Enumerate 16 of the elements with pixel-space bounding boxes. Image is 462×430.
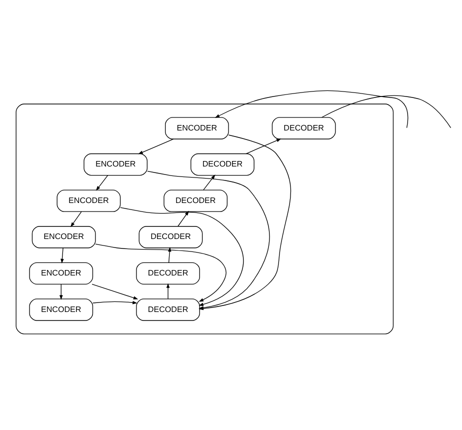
arrow — [60, 248, 64, 264]
arrow — [92, 284, 138, 300]
arrow — [138, 138, 174, 154]
arrow — [168, 246, 172, 263]
arrow — [246, 138, 282, 154]
arrow — [70, 211, 82, 228]
arrow — [96, 174, 108, 191]
arrow — [214, 90, 408, 128]
arrow — [92, 300, 138, 304]
arrow — [166, 283, 170, 300]
arrow — [59, 284, 63, 300]
arrow — [203, 174, 216, 190]
cluster — [16, 104, 394, 334]
arrow — [178, 210, 189, 227]
arrow — [95, 244, 226, 302]
arrow — [120, 207, 244, 306]
